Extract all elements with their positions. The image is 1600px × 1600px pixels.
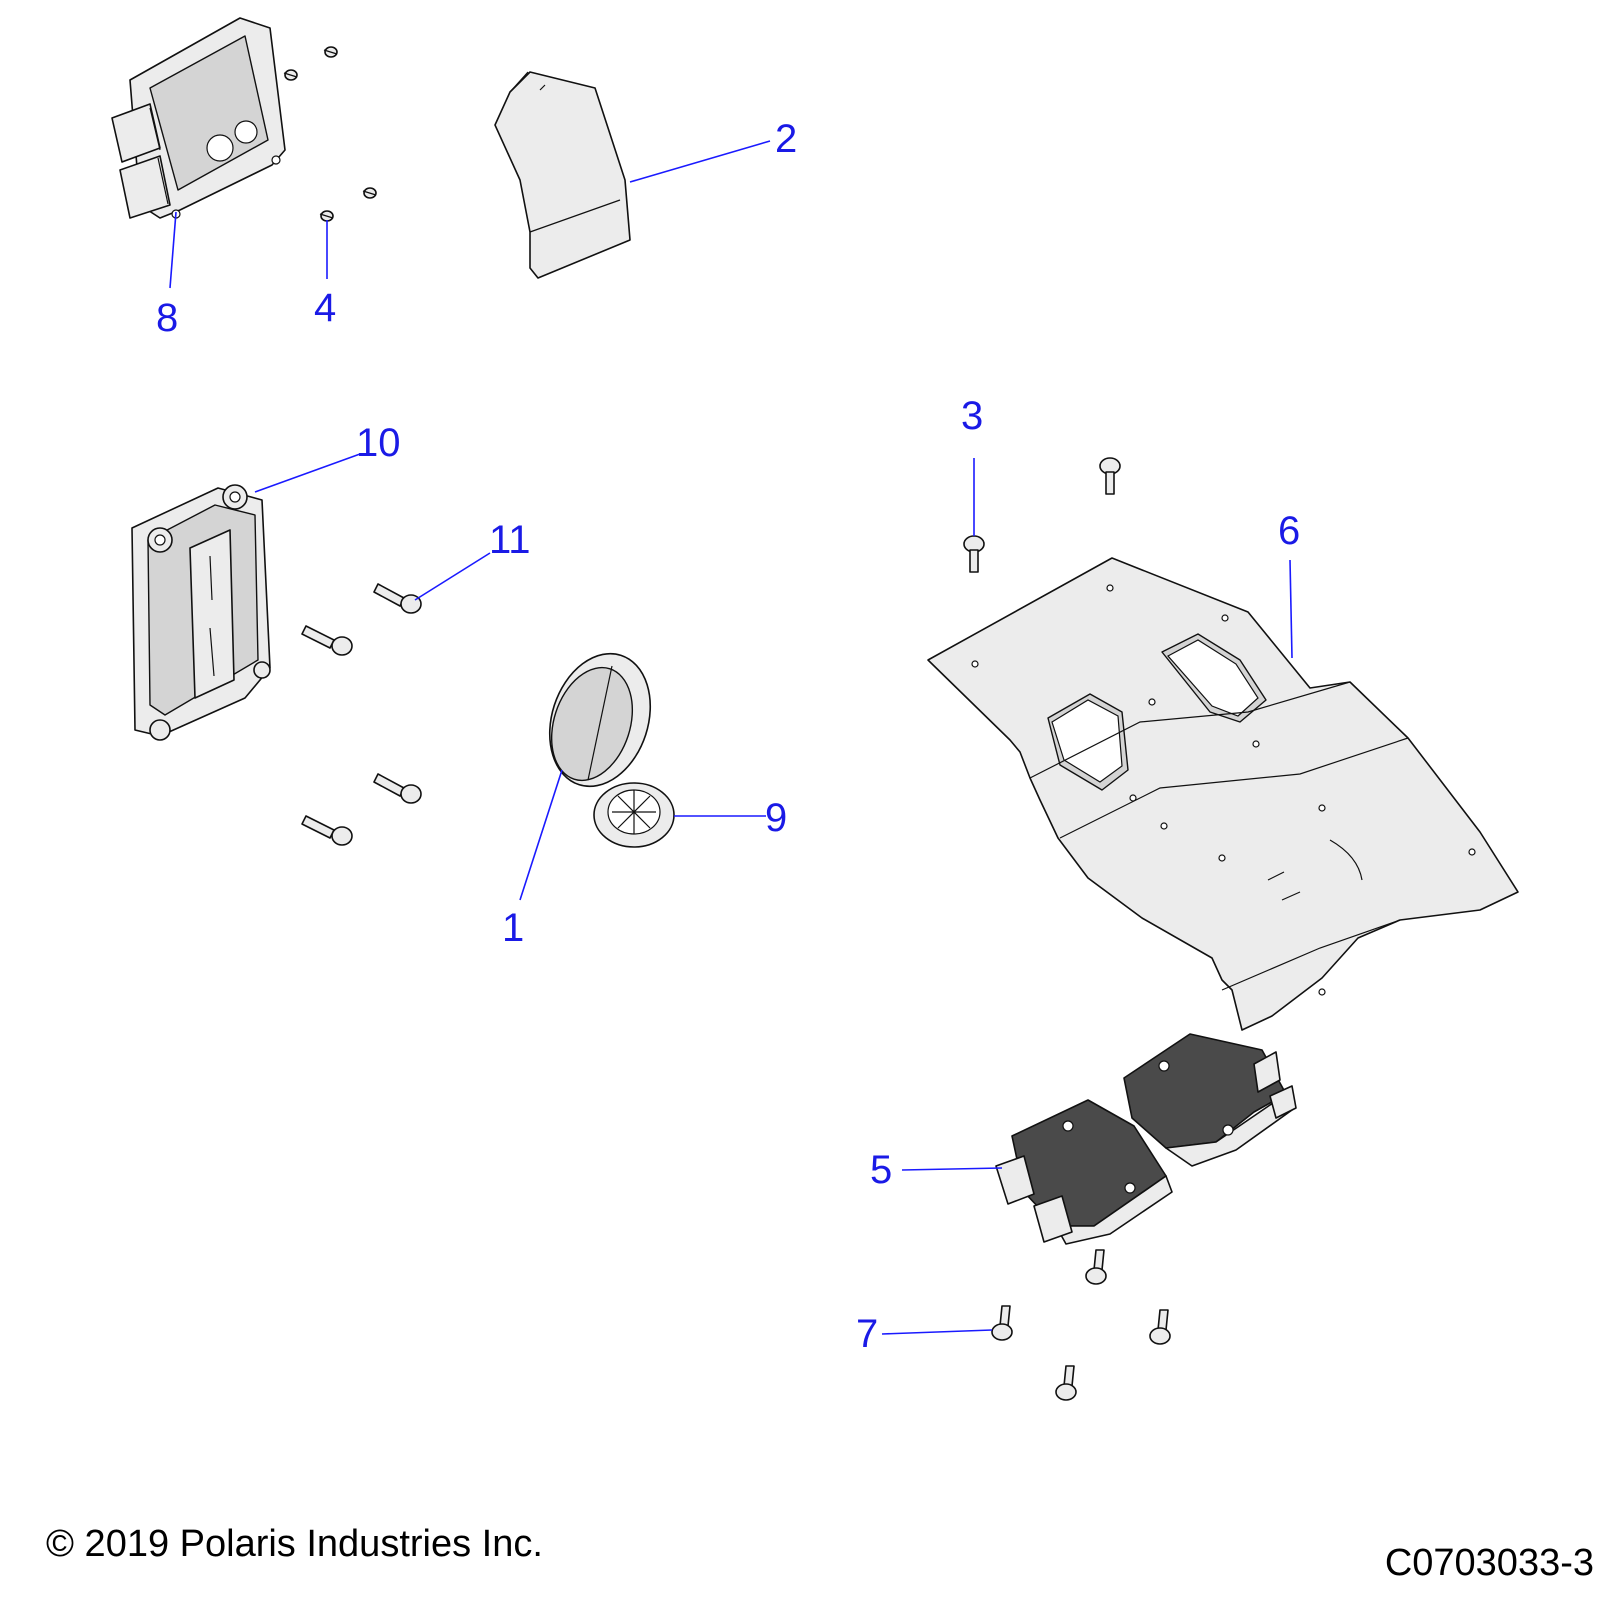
callout-9: 9 [765, 796, 787, 840]
leader-2 [629, 140, 771, 183]
bolt-set-part-3 [963, 457, 1121, 573]
bolt [301, 815, 353, 846]
ecu-module-part-8 [111, 17, 286, 219]
callout-6: 6 [1278, 509, 1300, 553]
electronic-module-part-5 [995, 1033, 1297, 1245]
leader-10 [254, 453, 361, 493]
mounting-plate-part-6 [927, 557, 1519, 1031]
leader-11 [414, 552, 491, 601]
callout-2: 2 [775, 117, 797, 161]
callout-1: 1 [502, 906, 524, 950]
bolt [1099, 457, 1121, 495]
controller-module-part-10 [131, 484, 271, 741]
bolt [991, 1305, 1013, 1341]
bolt [1085, 1249, 1107, 1285]
bolt [963, 535, 985, 573]
callout-4: 4 [314, 286, 336, 330]
bolt [373, 773, 422, 804]
leader-5 [901, 1167, 1003, 1171]
screw [283, 69, 298, 81]
screw [319, 210, 334, 222]
bolt-set-part-7 [991, 1249, 1171, 1401]
leader-6 [1289, 559, 1293, 659]
callout-3: 3 [961, 394, 983, 438]
callout-5: 5 [870, 1148, 892, 1192]
screw [323, 46, 338, 58]
callout-labels: 2 8 4 10 11 1 9 3 6 5 7 [156, 117, 1300, 1356]
callout-7: 7 [856, 1312, 878, 1356]
screw [362, 187, 377, 199]
bolt [1149, 1309, 1171, 1345]
bolt-set-part-11 [301, 583, 422, 846]
leader-lines [169, 140, 1293, 1335]
callout-10: 10 [356, 421, 401, 465]
bolt [301, 625, 353, 656]
leader-1 [519, 769, 563, 901]
bracket-part-2 [494, 71, 631, 279]
grommet-part-9 [593, 782, 675, 848]
bolt [373, 583, 422, 614]
screw-set-part-4 [283, 46, 377, 222]
bolt [1055, 1365, 1077, 1401]
drawing-number: C0703033-3 [1385, 1542, 1594, 1584]
callout-11: 11 [489, 518, 531, 562]
grommet-part-1 [548, 652, 652, 788]
callout-8: 8 [156, 296, 178, 340]
leader-8 [169, 211, 177, 289]
leader-7 [881, 1329, 993, 1335]
copyright-text: © 2019 Polaris Industries Inc. [46, 1523, 543, 1565]
